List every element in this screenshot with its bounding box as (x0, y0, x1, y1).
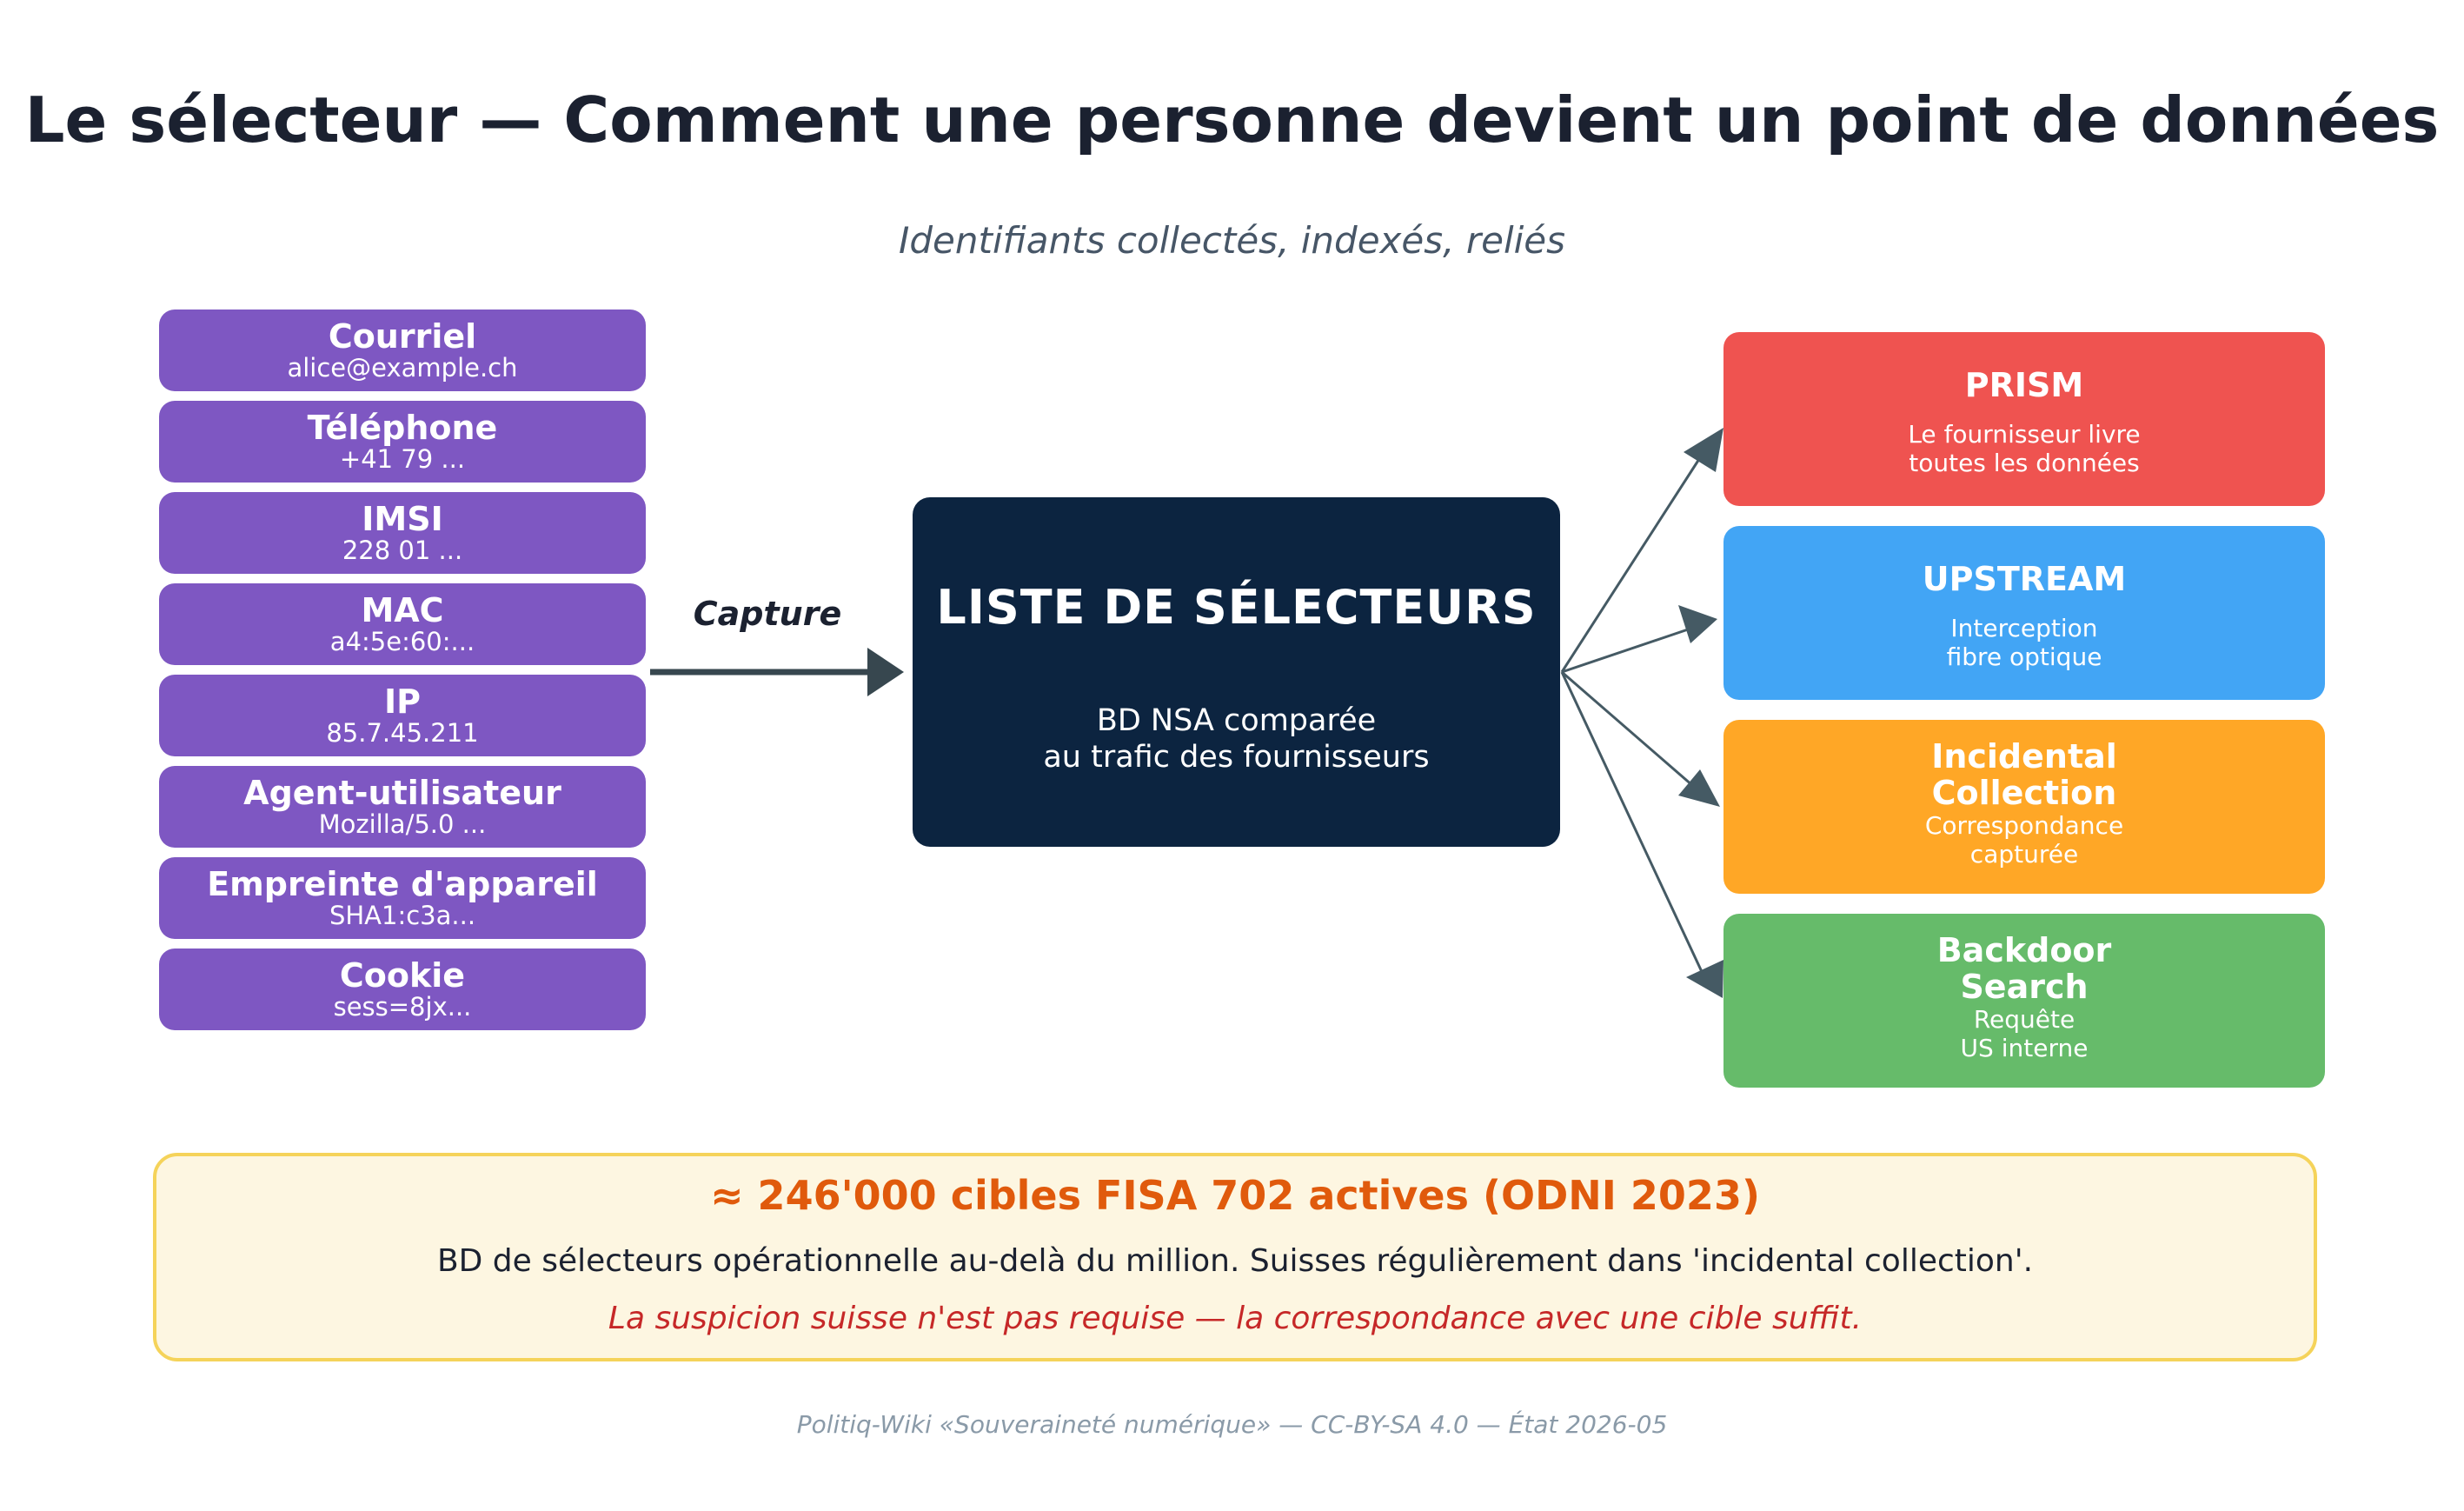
selector-name: Courriel (328, 317, 477, 356)
capture-label: Capture (693, 595, 842, 633)
arrow-line-upstream (1561, 626, 1694, 674)
arrow-line-backdoor (1560, 671, 1705, 976)
stats-callout: ≈ 246'000 cibles FISA 702 actives (ODNI … (153, 1153, 2317, 1361)
selector-list-hub: LISTE DE SÉLECTEURS BD NSA comparée au t… (913, 497, 1560, 847)
selector-value: SHA1:c3a... (329, 901, 476, 930)
selector-mac: MAC a4:5e:60:... (159, 583, 646, 665)
selector-value: Mozilla/5.0 ... (318, 809, 487, 839)
selector-email: Courriel alice@example.ch (159, 310, 646, 391)
selector-name: IP (384, 682, 421, 721)
program-prism: PRISM Le fournisseur livre toutes les do… (1723, 332, 2325, 506)
program-desc-line: fibre optique (1946, 642, 2102, 671)
hub-desc-line: au trafic des fournisseurs (1043, 740, 1430, 775)
selector-value: +41 79 ... (339, 444, 466, 474)
program-incidental-collection: Incidental Collection Correspondance cap… (1723, 720, 2325, 894)
program-desc-line: Correspondance (1924, 811, 2124, 840)
program-desc-line: Requête (1973, 1005, 2075, 1034)
program-name: Backdoor (1936, 931, 2112, 969)
callout-body: BD de sélecteurs opérationnelle au-delà … (436, 1243, 2034, 1279)
callout-headline: ≈ 246'000 cibles FISA 702 actives (ODNI … (710, 1172, 1760, 1219)
program-name: PRISM (1964, 366, 2084, 404)
selector-value: 85.7.45.211 (326, 718, 479, 748)
arrow-line-prism (1560, 458, 1701, 673)
selector-value: alice@example.ch (287, 353, 518, 383)
program-desc-line: capturée (1969, 840, 2079, 869)
page-subtitle: Identifiants collectés, indexés, reliés (898, 219, 1565, 262)
arrow-line-incidental (1561, 670, 1694, 788)
program-upstream: UPSTREAM Interception fibre optique (1723, 526, 2325, 700)
arrow-head-backdoor (1686, 960, 1723, 998)
hub-title: LISTE DE SÉLECTEURS (936, 580, 1537, 635)
selector-name: MAC (361, 591, 444, 629)
selector-value: sess=8jx... (333, 992, 472, 1022)
program-desc-line: toutes les données (1909, 449, 2140, 477)
hub-description: BD NSA comparée au trafic des fournisseu… (913, 702, 1560, 775)
selector-name: Cookie (339, 956, 466, 995)
selector-value: 228 01 ... (342, 536, 463, 565)
selector-device-fingerprint: Empreinte d'appareil SHA1:c3a... (159, 857, 646, 939)
program-name: UPSTREAM (1922, 560, 2127, 598)
footer-credit: Politiq-Wiki «Souveraineté numérique» — … (796, 1410, 1668, 1439)
capture-arrow-head (867, 648, 904, 696)
selector-cookie: Cookie sess=8jx... (159, 949, 646, 1030)
selector-phone: Téléphone +41 79 ... (159, 401, 646, 483)
program-desc-line: Interception (1950, 614, 2098, 642)
program-desc-line: Le fournisseur livre (1908, 420, 2141, 449)
selector-name: Téléphone (307, 409, 498, 447)
page-title: Le sélecteur — Comment une personne devi… (24, 83, 2440, 156)
arrow-head-incidental (1678, 769, 1720, 807)
selector-ip: IP 85.7.45.211 (159, 675, 646, 756)
callout-note: La suspicion suisse n'est pas requise — … (608, 1301, 1863, 1336)
arrow-head-prism (1684, 428, 1723, 472)
program-backdoor-search: Backdoor Search Requête US interne (1723, 914, 2325, 1088)
selector-name: Empreinte d'appareil (207, 865, 598, 903)
program-name: Incidental (1931, 737, 2117, 775)
selector-value: a4:5e:60:... (329, 627, 475, 656)
selector-imsi: IMSI 228 01 ... (159, 492, 646, 574)
program-desc-line: US interne (1960, 1034, 2089, 1062)
selector-name: Agent-utilisateur (243, 774, 561, 812)
program-name: Collection (1931, 774, 2117, 812)
program-name: Search (1960, 968, 2089, 1006)
selector-name: IMSI (362, 500, 443, 538)
selector-user-agent: Agent-utilisateur Mozilla/5.0 ... (159, 766, 646, 848)
hub-desc-line: BD NSA comparée (1096, 703, 1377, 738)
arrow-head-upstream (1678, 605, 1717, 643)
